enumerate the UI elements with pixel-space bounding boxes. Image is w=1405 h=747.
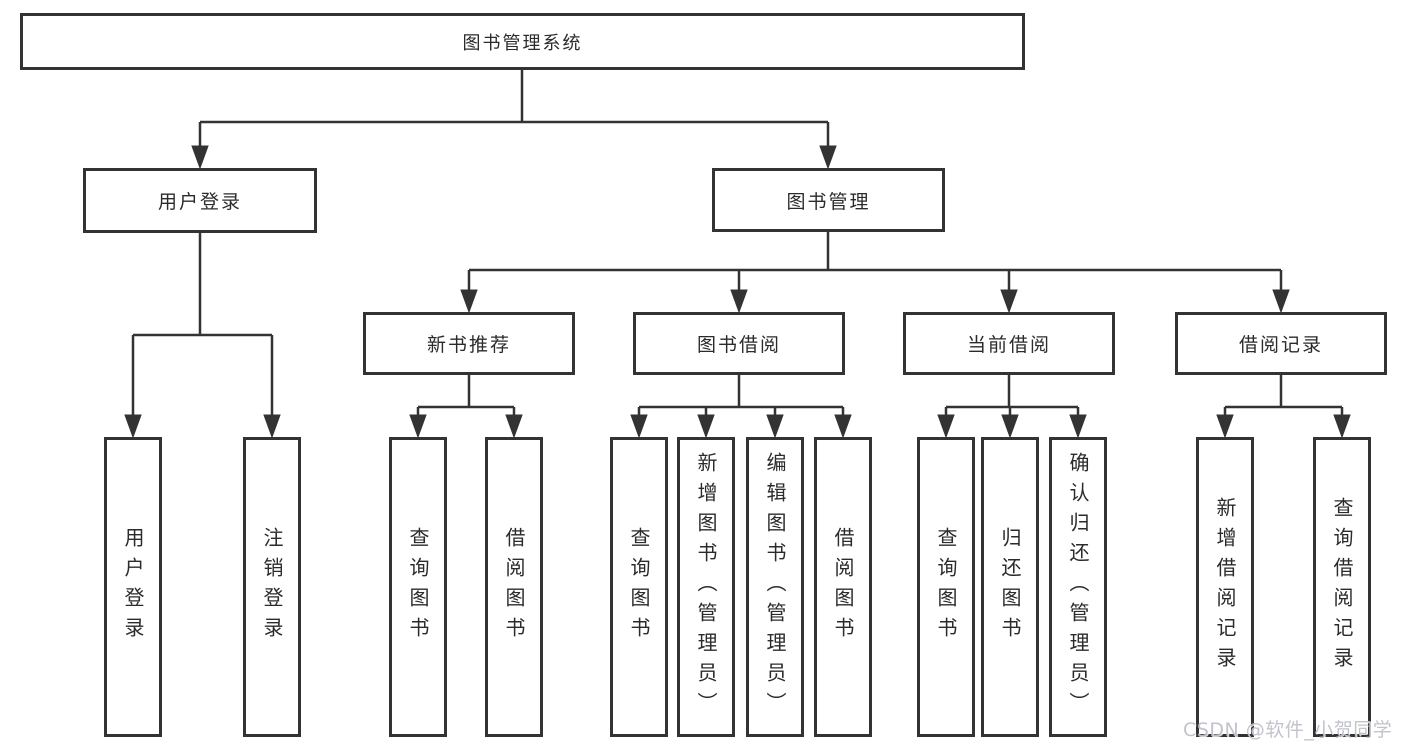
node-borrow-records: 借阅记录 [1175,312,1387,375]
leaf-query-borrow-record: 查询借阅记录 [1313,437,1371,737]
leaf-user-login: 用户登录 [104,437,162,737]
node-user-login: 用户登录 [83,168,317,233]
node-new-book-recommend: 新书推荐 [363,312,575,375]
leaf-query-book-recommend: 查询图书 [389,437,447,737]
node-system-title: 图书管理系统 [20,13,1025,70]
leaf-query-book-borrow: 查询图书 [610,437,668,737]
leaf-add-book-admin: 新增图书（管理员） [677,437,735,737]
leaf-borrow-book-recommend: 借阅图书 [485,437,543,737]
node-book-management: 图书管理 [712,168,945,232]
leaf-return-book: 归还图书 [981,437,1039,737]
leaf-edit-book-admin: 编辑图书（管理员） [746,437,804,737]
leaf-borrow-book: 借阅图书 [814,437,872,737]
node-book-borrow: 图书借阅 [633,312,845,375]
leaf-confirm-return-admin: 确认归还（管理员） [1049,437,1107,737]
leaf-logout: 注销登录 [243,437,301,737]
leaf-query-book-current: 查询图书 [917,437,975,737]
leaf-add-borrow-record: 新增借阅记录 [1196,437,1254,737]
csdn-watermark: CSDN @软件_小贺同学 [1183,719,1393,741]
node-current-borrow: 当前借阅 [903,312,1115,375]
